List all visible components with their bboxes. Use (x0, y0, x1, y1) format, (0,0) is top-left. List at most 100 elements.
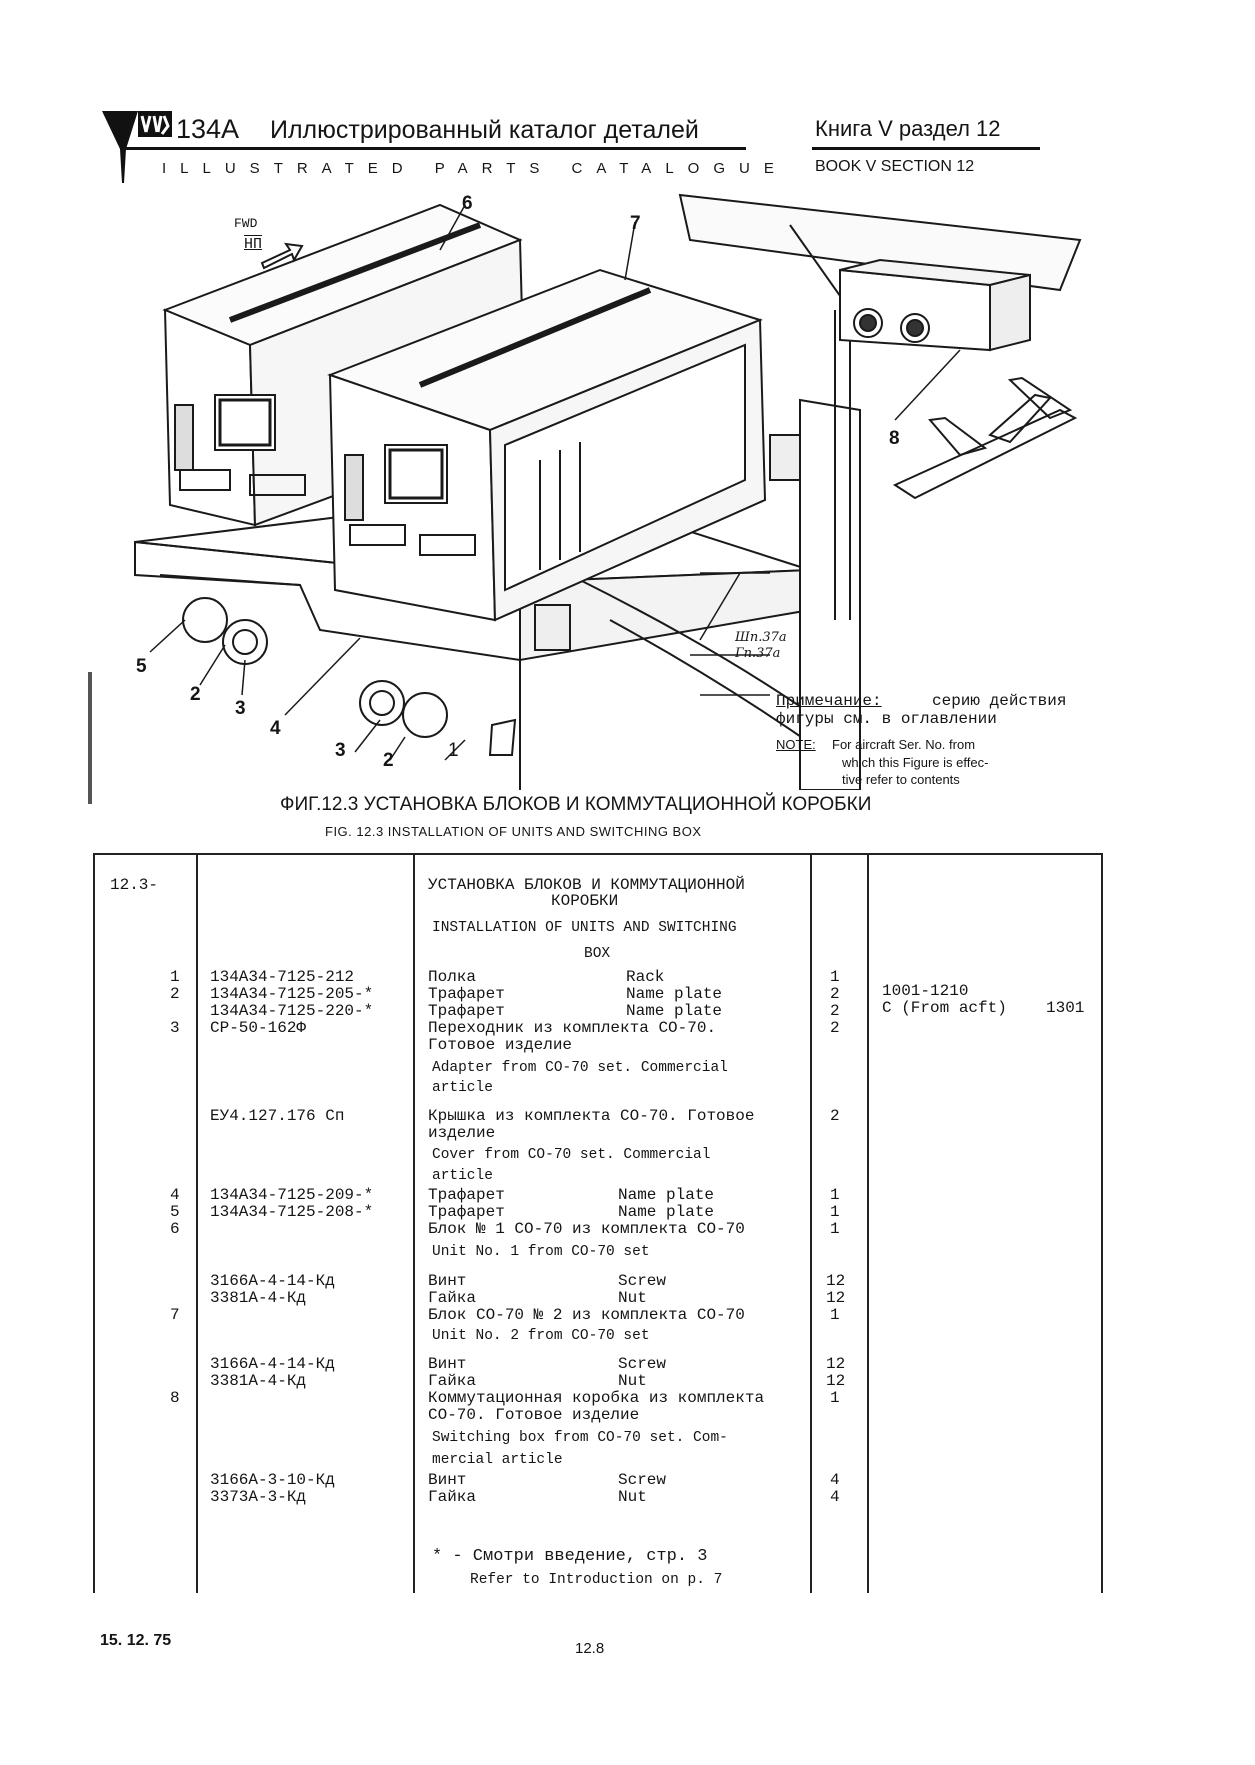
book-section-ru: Книга V раздел 12 (815, 116, 1001, 141)
table-title-en-2: BOX (584, 946, 611, 962)
quantity: 1 (830, 1389, 840, 1407)
description-ru: Винт (428, 1272, 467, 1290)
note-en-label: NOTE: (776, 737, 816, 752)
quantity: 1 (830, 968, 840, 986)
description-en-line: article (432, 1168, 493, 1184)
description-ru: Трафарет (428, 1002, 505, 1020)
publisher-logo (100, 105, 175, 185)
part-number: 134А34-7125-209-* (210, 1186, 374, 1204)
part-number: 3373А-3-Кд (210, 1488, 307, 1506)
description-en-line: Adapter from CO-70 set. Commercial (432, 1060, 728, 1076)
quantity: 1 (830, 1203, 840, 1221)
table-col-line (810, 853, 812, 1593)
note-ru-label: Примечание: (776, 692, 882, 710)
table-col-line (93, 853, 95, 1593)
description-en-line: mercial article (432, 1452, 563, 1468)
quantity: 2 (830, 985, 840, 1003)
part-number: 3166А-4-14-Кд (210, 1355, 335, 1373)
table-col-line (1101, 853, 1103, 1593)
note-en-line-1: For aircraft Ser. No. from (832, 737, 976, 752)
description-en: Nut (618, 1289, 647, 1307)
part-number: СР-50-162Ф (210, 1019, 307, 1037)
description-ru: Блок СО-70 № 2 из комплекта СО-70 (428, 1306, 745, 1324)
page-number: 12.8 (575, 1640, 605, 1657)
description-ru: Трафарет (428, 985, 505, 1003)
description-en: Rack (626, 968, 665, 986)
item-number: 5 (170, 1203, 180, 1221)
description-en: Nut (618, 1488, 647, 1506)
callout-4: 4 (270, 718, 281, 739)
description-en: Name plate (626, 985, 723, 1003)
callout-3-left: 3 (235, 698, 246, 719)
description-en-line: Unit No. 2 from CO-70 set (432, 1328, 650, 1344)
description-en: Name plate (618, 1203, 715, 1221)
item-number: 3 (170, 1019, 180, 1037)
table-col-line (196, 853, 198, 1593)
figure-caption-en: FIG. 12.3 INSTALLATION OF UNITS AND SWIT… (325, 824, 702, 839)
quantity: 4 (830, 1471, 840, 1489)
description-ru: СО-70. Готовое изделие (428, 1406, 640, 1424)
quantity: 1 (830, 1186, 840, 1204)
description-ru: Готовое изделие (428, 1036, 573, 1054)
quantity: 12 (826, 1289, 846, 1307)
quantity: 2 (830, 1107, 840, 1125)
description-ru: изделие (428, 1124, 496, 1142)
description-en-line: article (432, 1080, 493, 1096)
description-ru: Трафарет (428, 1203, 505, 1221)
header-underline-right (812, 147, 1040, 150)
quantity: 12 (826, 1372, 846, 1390)
table-top-rule (93, 853, 1103, 855)
callout-3-right: 3 (335, 740, 346, 761)
callout-8: 8 (889, 428, 900, 449)
note-en-line-2: which this Figure is effec- (842, 755, 989, 770)
description-ru: Гайка (428, 1289, 477, 1307)
callout-6: 6 (462, 193, 473, 214)
part-number: 134А34-7125-205-* (210, 985, 374, 1003)
part-number: ЕУ4.127.176 Сп (210, 1107, 345, 1125)
description-ru: Трафарет (428, 1186, 505, 1204)
description-en: Nut (618, 1372, 647, 1390)
quantity: 2 (830, 1002, 840, 1020)
table-title-ru-2: КОРОБКИ (551, 892, 619, 910)
note-en-line-3: tive refer to contents (842, 772, 960, 787)
description-en-line: Switching box from CO-70 set. Com- (432, 1430, 728, 1446)
description-en: Name plate (618, 1186, 715, 1204)
scan-margin-mark (88, 672, 92, 804)
effectivity-serial: 1301 (1046, 999, 1085, 1017)
callout-2-right: 2 (383, 750, 394, 771)
description-ru: Полка (428, 968, 477, 986)
description-ru: Гайка (428, 1488, 477, 1506)
description-ru: Винт (428, 1355, 467, 1373)
description-en-line: Cover from CO-70 set. Commercial (432, 1147, 711, 1163)
part-number: 3381А-4-Кд (210, 1372, 307, 1390)
callout-2-left: 2 (190, 684, 201, 705)
description-ru: Крышка из комплекта СО-70. Готовое (428, 1107, 755, 1125)
description-ru: Гайка (428, 1372, 477, 1390)
table-title-ru-1: УСТАНОВКА БЛОКОВ И КОММУТАЦИОННОЙ (428, 876, 745, 894)
part-number: 134А34-7125-212 (210, 968, 355, 986)
part-number: 3381А-4-Кд (210, 1289, 307, 1307)
quantity: 12 (826, 1272, 846, 1290)
figure-number: 12.3- (110, 876, 159, 894)
fwd-code: НП (244, 236, 263, 253)
issue-date: 15. 12. 75 (100, 1632, 172, 1649)
description-en: Screw (618, 1272, 667, 1290)
stamp-line-2: Гп.37а (735, 646, 781, 661)
description-ru: Коммутационная коробка из комплекта (428, 1389, 765, 1407)
description-ru: Переходник из комплекта СО-70. (428, 1019, 717, 1037)
part-number: 134А34-7125-220-* (210, 1002, 374, 1020)
item-number: 8 (170, 1389, 180, 1407)
table-col-line (413, 853, 415, 1593)
quantity: 1 (830, 1220, 840, 1238)
figure-illustration (0, 180, 1255, 791)
note-ru-line-1: серию действия (932, 692, 1067, 710)
footnote-en: Refer to Introduction on p. 7 (470, 1572, 723, 1588)
stamp-line-1: Шп.37а (735, 630, 787, 645)
callout-5: 5 (136, 656, 147, 677)
item-number: 2 (170, 985, 180, 1003)
effectivity: С (From acft) (882, 999, 1007, 1017)
figure-caption-ru: ФИГ.12.3 УСТАНОВКА БЛОКОВ И КОММУТАЦИОНН… (280, 794, 872, 815)
model-number: 134А (176, 114, 240, 144)
effectivity: 1001-1210 (882, 982, 969, 1000)
quantity: 12 (826, 1355, 846, 1373)
